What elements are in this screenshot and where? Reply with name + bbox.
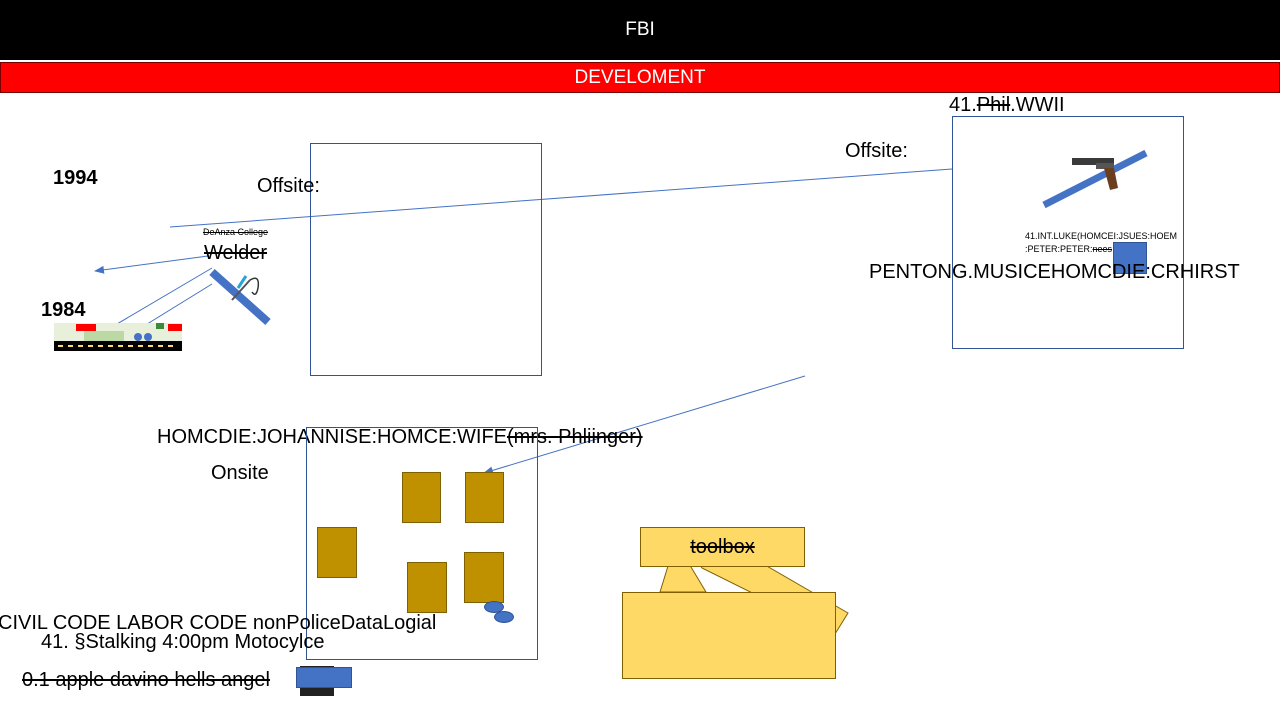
blue-cover-rect [296,667,352,688]
line-offsite-to-left [169,168,953,228]
heading-suffix: .WWII [1010,94,1065,116]
toolbox-label: toolbox [690,536,755,558]
heading-struck: Phil [976,94,1011,116]
blue-oval [484,601,504,613]
header-title: FBI [625,19,655,40]
blue-photo-thumbnail [1113,242,1147,274]
gold-block [317,527,357,578]
offsite-left-label: Offsite: [257,175,320,197]
heading-prefix: 41. [949,94,977,116]
note-plain: :PETER:PETER: [1025,244,1093,254]
offsite-right-note-1: 41.INT.LUKE(HOMCEI:JSUES:HOEM [1025,231,1178,241]
gun-strike-bar [1042,149,1148,209]
gold-block [402,472,441,523]
timeline-road-marks [58,345,178,347]
arrow-welder-to-1984 [94,255,209,274]
onsite-heading: HOMCDIE:JOHANNISE:HOMCE:WIFE(mrs. Phliin… [157,427,643,447]
timeline-segment [84,331,124,341]
timeline-red-block [76,324,96,331]
year-1984: 1984 [41,299,86,321]
toolbox-body [622,592,836,679]
college-label: DeAnza College [203,227,269,237]
gold-block [464,552,504,603]
onsite-heading-struck: (mrs. Phliinger) [507,426,643,448]
note-struck: nees [1092,244,1113,254]
header-bar: FBI [0,0,1280,60]
bottom-line-1: CIVIL CODE LABOR CODE nonPoliceDataLogia… [0,612,437,634]
bottom-line-2: 41. §Stalking 4:00pm Motocylce [41,631,325,653]
banner-bar: DEVELOMENT [0,62,1280,93]
timeline-green-block [156,323,164,329]
blue-oval [494,611,514,623]
offsite-right-label: Offsite: [845,140,908,162]
offsite-right-box [952,116,1184,349]
timeline-image [54,323,182,351]
onsite-heading-plain: HOMCDIE:JOHANNISE:HOMCE:WIFE [157,426,508,448]
gold-block [407,562,447,613]
job-label: Welder [204,242,267,264]
offsite-right-caption: PENTONG.MUSICEHOMCDIE:CRHIRST [869,261,1240,283]
onsite-label: Onsite [211,462,269,484]
timeline-dot [144,333,152,341]
bottom-line-3: 0.1 apple davino hells angel [22,669,270,691]
year-1994: 1994 [53,167,98,189]
gold-block [465,472,504,523]
onsite-box [306,427,538,660]
offsite-left-box [310,143,542,376]
timeline-dot [134,333,142,341]
banner-title: DEVELOMENT [574,66,706,88]
toolbox-lid: toolbox [640,527,805,567]
welder-strike-bar [209,269,271,325]
timeline-red-block [168,324,182,331]
offsite-right-note-2: :PETER:PETER:nees [1025,245,1112,254]
offsite-right-heading: 41.Phil.WWII [949,95,1065,115]
